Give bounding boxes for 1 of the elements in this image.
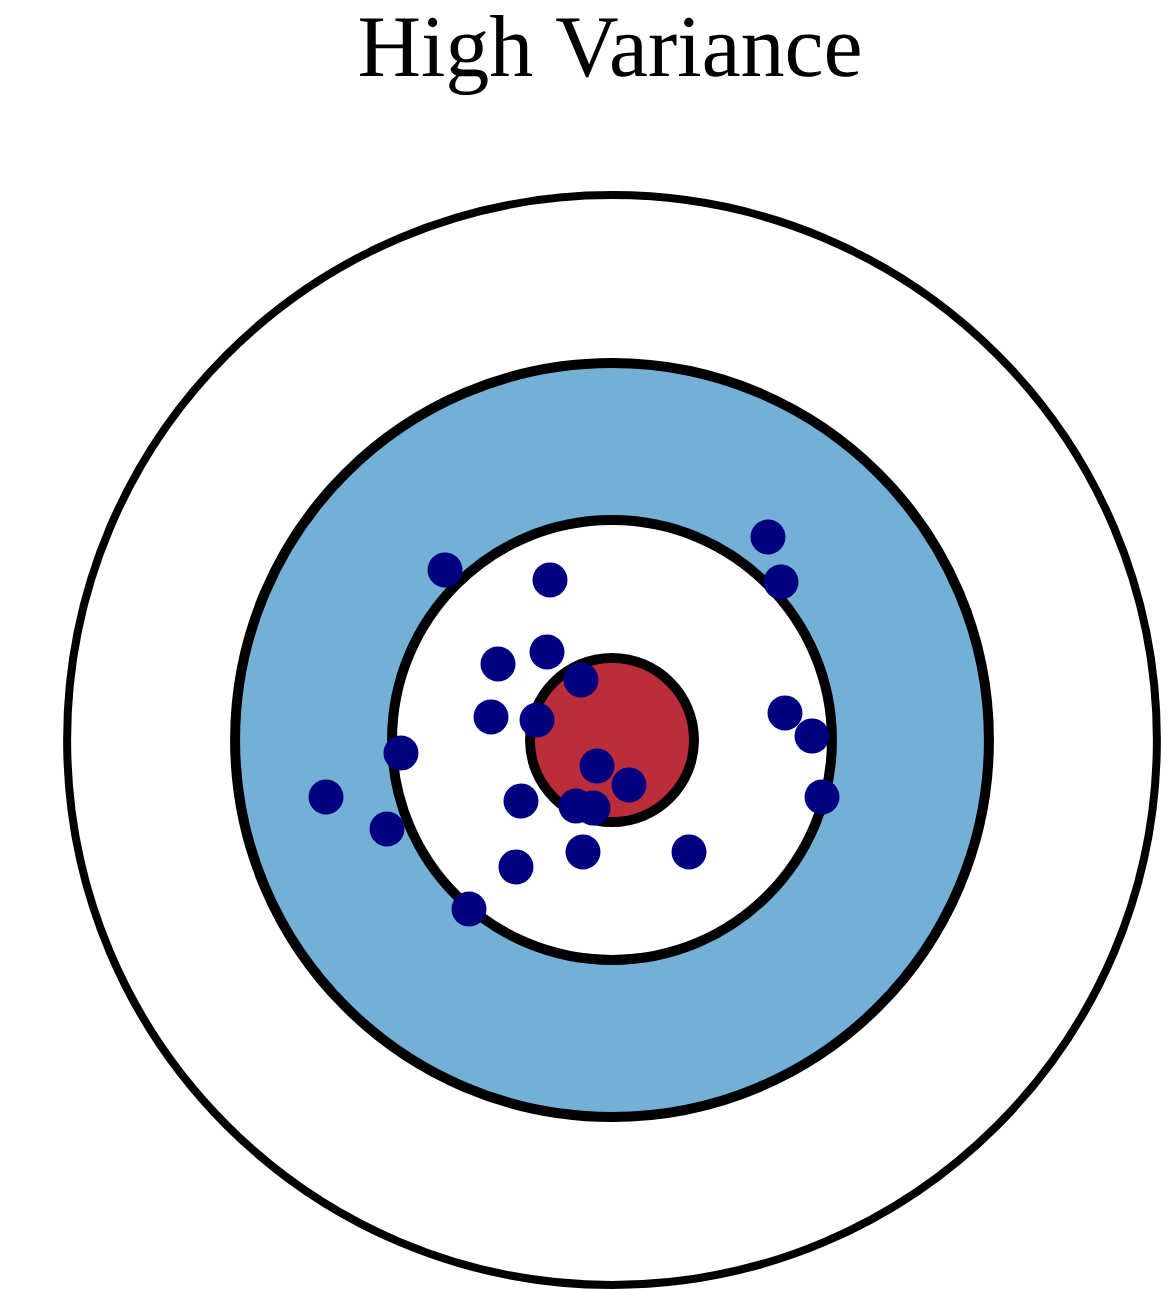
title: High Variance	[360, 15, 860, 95]
